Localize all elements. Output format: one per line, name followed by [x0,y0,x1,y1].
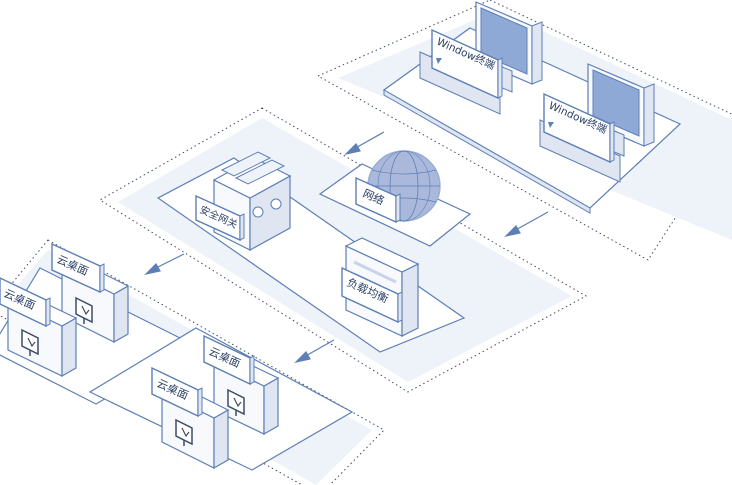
desktop-label-4: 云桌面 [151,366,203,418]
network-zone-dotted-border [99,107,588,393]
desktop-4-monitor-icon [175,418,193,446]
desktop-label-3: 云桌面 [203,334,255,386]
desktop-label-1: 云桌面 [51,242,105,294]
monitor-2-screen [592,69,640,137]
desktop-3-monitor-icon [227,388,245,416]
connector-arrows [144,131,549,364]
desktop-1-monitor-icon [75,296,93,324]
arrow-terminals-to-network [344,131,385,156]
load-balancer-label: 负载均衡 [341,266,403,324]
arrow-balancer-to-desktops-right [294,339,335,364]
desktop-zone-dotted-border [0,239,385,485]
desktop-label-2: 云桌面 [0,277,51,328]
network-label: 网络 [355,176,401,224]
desktop-2-monitor-icon [21,328,39,356]
terminal-zone-panel-edge [383,89,591,214]
terminal-zone-dotted-border [316,0,732,261]
arrow-terminals-to-balancer [504,211,549,238]
arrow-network-to-desktops-left [144,253,185,276]
